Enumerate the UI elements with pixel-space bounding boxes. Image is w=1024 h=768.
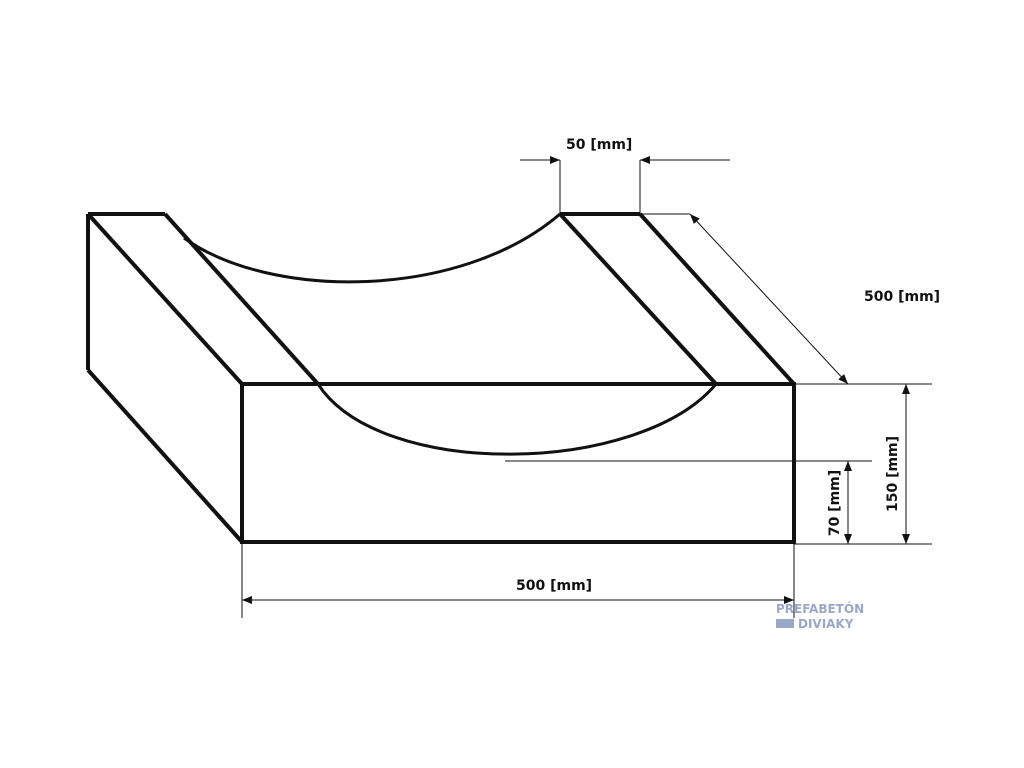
- logo-mark-icon: [776, 619, 794, 628]
- right-top-outer-diagonal: [638, 212, 796, 386]
- dim-label-channel-base: 70 [mm]: [827, 470, 843, 536]
- dimension-lines: [241, 156, 932, 618]
- block-outline: [86, 212, 796, 544]
- dim-label-height: 150 [mm]: [885, 436, 901, 512]
- left-top-outer-diagonal: [86, 212, 244, 386]
- logo-line1: PREFABETÓN: [776, 601, 864, 616]
- dim-label-width: 500 [mm]: [516, 578, 592, 594]
- back-channel-curve: [183, 212, 561, 284]
- dim-depth-arrow: [689, 213, 849, 385]
- front-face: [240, 382, 796, 544]
- channel-curves: [183, 212, 718, 456]
- front-channel-curve: [316, 383, 718, 456]
- left-bottom-diagonal: [86, 368, 244, 544]
- right-top-inner-diagonal: [558, 212, 718, 386]
- dim-label-depth: 500 [mm]: [864, 289, 940, 305]
- prefabeton-logo: PREFABETÓN DIVIAKY: [776, 601, 864, 631]
- dim-label-top-width: 50 [mm]: [566, 137, 632, 153]
- logo-line2: DIVIAKY: [798, 617, 854, 631]
